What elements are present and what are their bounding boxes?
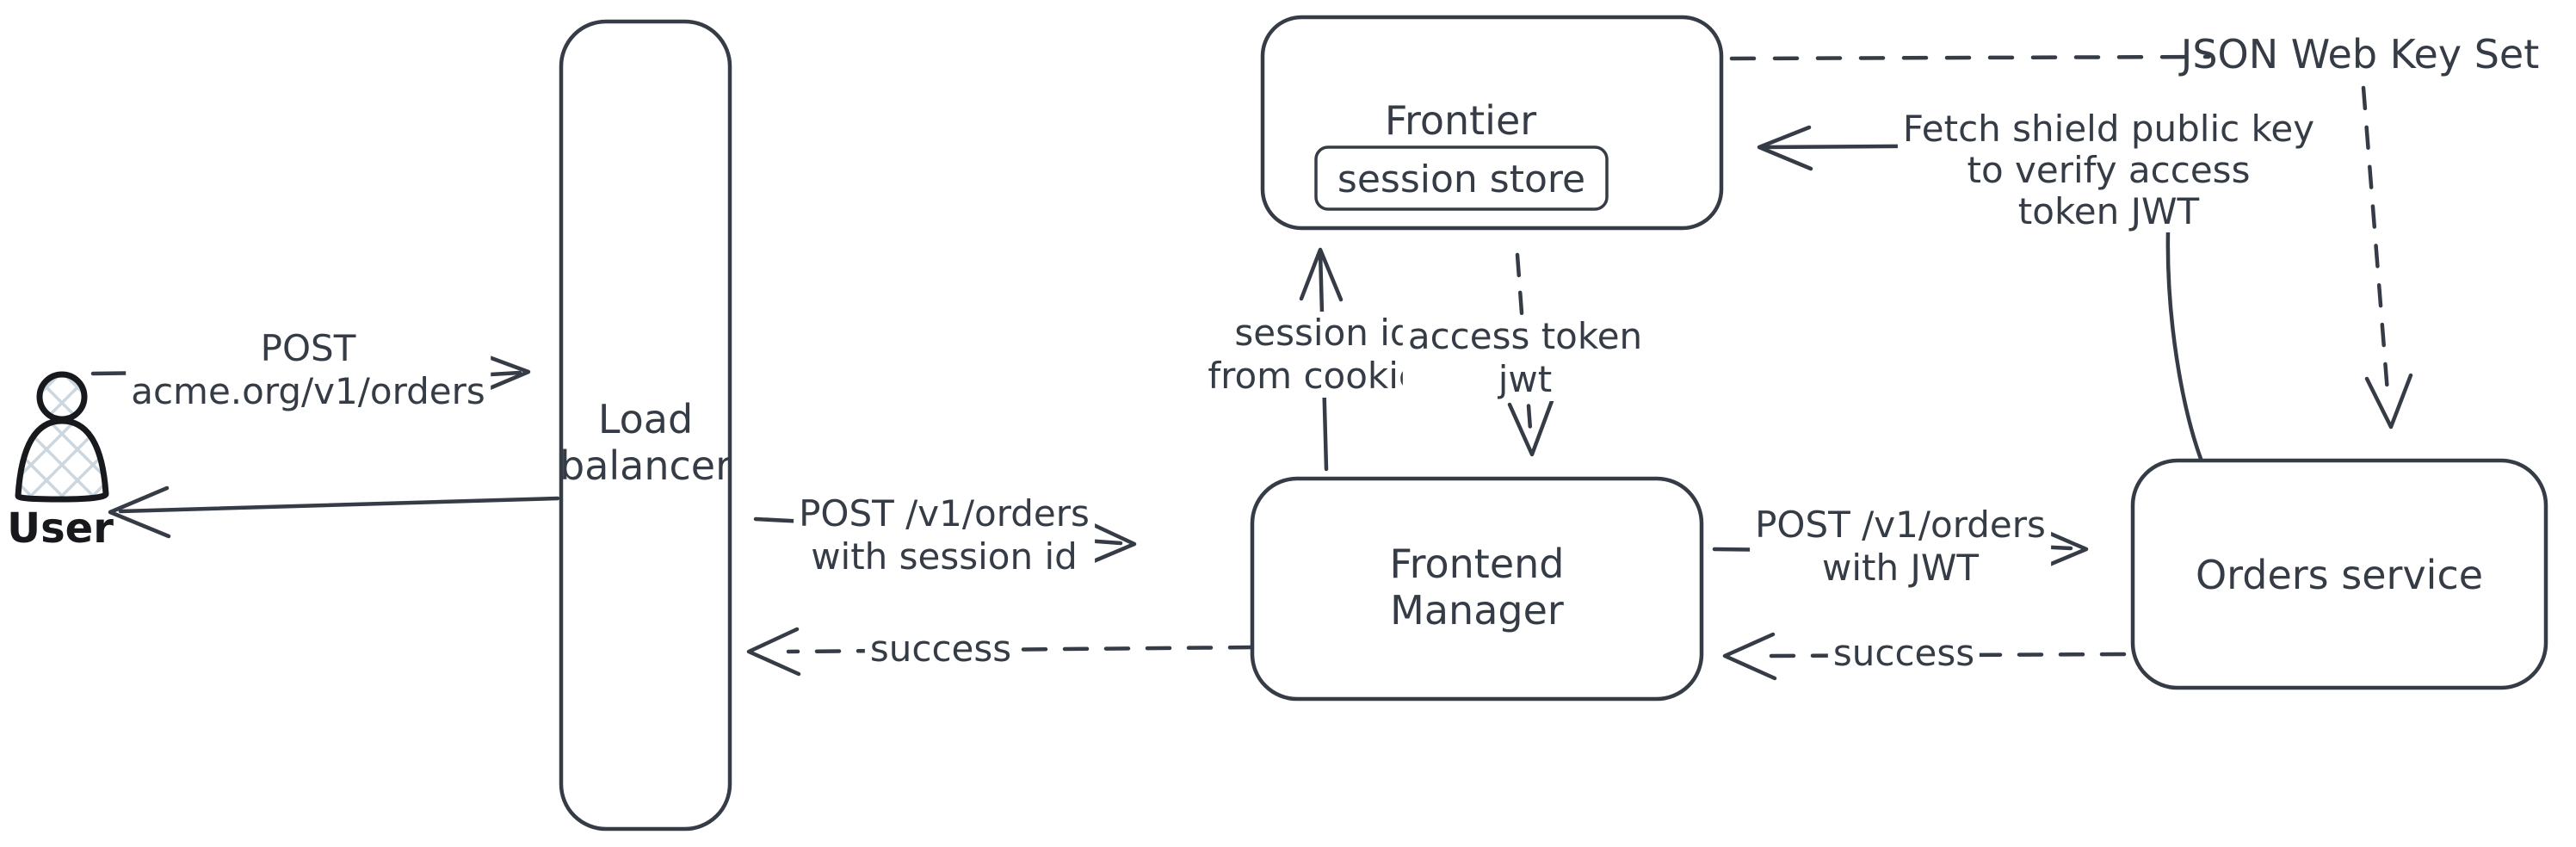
orders-request-label: POST /v1/orders with JWT — [1750, 504, 2051, 590]
arrow-load-balancer-to-user — [108, 485, 560, 539]
frontier-label: Frontier — [1384, 97, 1537, 144]
fetch-key-label: Fetch shield public key to verify access… — [1897, 108, 2320, 232]
frontend-manager-box — [1250, 476, 1704, 702]
orders-service-box — [2130, 458, 2548, 690]
session-store-label: session store — [1337, 158, 1586, 201]
orders-service-label: Orders service — [2195, 552, 2484, 598]
lb-success-label: success — [864, 628, 1017, 671]
arrow-jwks-to-orders-service — [2361, 85, 2413, 430]
user-request-label: POST acme.org/v1/orders — [126, 327, 491, 413]
jwks-label: JSON Web Key Set — [2180, 31, 2540, 77]
session-store-box — [1314, 145, 1609, 211]
load-balancer-label: Load balancer — [559, 396, 732, 489]
user-figure-icon — [15, 371, 109, 503]
orders-success-label: success — [1827, 632, 1980, 675]
lb-request-label: POST /v1/orders with session id — [794, 492, 1095, 578]
line-frontier-to-jwks — [1729, 54, 2211, 61]
load-balancer-box — [559, 19, 732, 832]
access-token-label: access token jwt — [1402, 315, 1648, 401]
user-label: User — [7, 504, 114, 553]
frontend-manager-label: Frontend Manager — [1389, 541, 1565, 634]
